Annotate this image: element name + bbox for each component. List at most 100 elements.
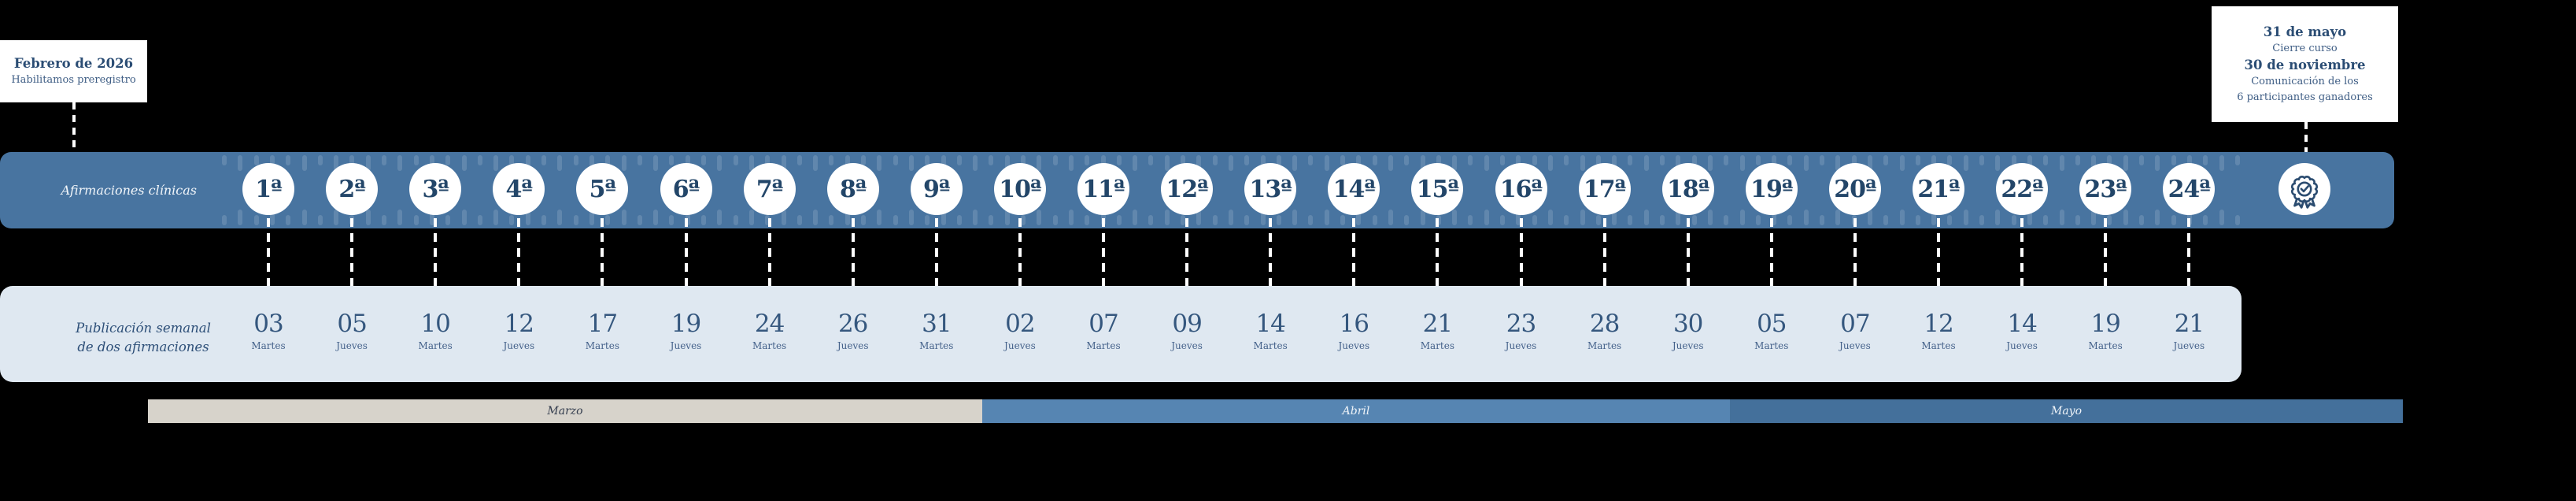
- dashed-connector-right: [2304, 122, 2308, 152]
- dashed-connector-left: [72, 102, 76, 152]
- week-circle: 19ª: [1745, 163, 1798, 215]
- week-circle: 1ª: [242, 163, 294, 215]
- dashed-drop-line: [1602, 218, 1606, 306]
- event-subtitle: Cierre curso: [2272, 43, 2338, 55]
- affirmations-bar-label: Afirmaciones clínicas: [61, 183, 197, 198]
- date-day: 28: [1589, 310, 1620, 338]
- week-circle: 3ª: [409, 163, 462, 215]
- date-day: 21: [1422, 310, 1453, 338]
- date-day: 30: [1672, 310, 1703, 338]
- dashed-drop-line: [2187, 218, 2191, 306]
- week-circle: 18ª: [1661, 163, 1714, 215]
- date-day: 05: [1757, 310, 1787, 338]
- dashed-drop-line: [1436, 218, 1440, 306]
- date-weekday: Jueves: [2173, 340, 2205, 351]
- week-circle: 7ª: [743, 163, 796, 215]
- date-weekday: Martes: [1253, 340, 1288, 351]
- event-subtitle: Comunicación de los: [2251, 76, 2359, 88]
- date-day: 07: [1840, 310, 1870, 338]
- date-weekday: Martes: [1921, 340, 1956, 351]
- dashed-drop-line: [350, 218, 354, 306]
- dashed-drop-line: [1937, 218, 1940, 306]
- date-day: 12: [504, 310, 534, 338]
- date-day: 14: [1255, 310, 1285, 338]
- date-weekday: Martes: [1587, 340, 1622, 351]
- week-circle: 12ª: [1161, 163, 1214, 215]
- dashed-drop-line: [2104, 218, 2108, 306]
- date-weekday: Martes: [585, 340, 620, 351]
- dashed-drop-line: [1018, 218, 1022, 306]
- week-circle: 17ª: [1578, 163, 1631, 215]
- dashed-drop-line: [684, 218, 688, 306]
- week-circle: 22ª: [1996, 163, 2049, 215]
- week-circle: 21ª: [1913, 163, 1964, 215]
- date-weekday: Martes: [752, 340, 787, 351]
- date-weekday: Jueves: [503, 340, 535, 351]
- date-day: 23: [1506, 310, 1536, 338]
- dashed-drop-line: [934, 218, 938, 306]
- date-day: 19: [2090, 310, 2120, 338]
- event-title: Febrero de 2026: [13, 55, 134, 71]
- week-circle: 14ª: [1328, 163, 1380, 215]
- date-day: 21: [2174, 310, 2205, 338]
- week-circle: 13ª: [1244, 163, 1297, 215]
- date-day: 17: [587, 310, 618, 338]
- date-weekday: Martes: [251, 340, 286, 351]
- dashed-drop-line: [1185, 218, 1189, 306]
- dashed-drop-line: [1769, 218, 1773, 306]
- publications-label-line2: de dos afirmaciones: [77, 339, 209, 354]
- dashed-drop-line: [517, 218, 521, 306]
- month-segment-mayo: Mayo: [1730, 399, 2403, 423]
- date-day: 12: [1924, 310, 1953, 338]
- date-weekday: Jueves: [1672, 340, 1704, 351]
- date-day: 10: [420, 310, 450, 338]
- week-circle: 6ª: [660, 163, 712, 215]
- date-weekday: Jueves: [1338, 340, 1370, 351]
- dashed-drop-line: [1269, 218, 1273, 306]
- date-day: 07: [1088, 310, 1118, 338]
- dashed-drop-line: [1853, 218, 1857, 306]
- week-circle: 10ª: [993, 163, 1046, 215]
- publications-bar-label: Publicación semanal de dos afirmaciones: [41, 319, 246, 357]
- week-circle: 15ª: [1411, 163, 1464, 215]
- dashed-drop-line: [434, 218, 438, 306]
- dashed-drop-line: [601, 218, 604, 306]
- date-day: 05: [337, 310, 367, 338]
- date-day: 14: [2007, 310, 2037, 338]
- date-day: 03: [253, 310, 283, 338]
- date-day: 31: [922, 310, 952, 338]
- event-subtitle: Habilitamos preregistro: [11, 73, 136, 86]
- week-circle: 16ª: [1495, 163, 1547, 215]
- week-circle: 11ª: [1077, 163, 1129, 215]
- date-day: 16: [1339, 310, 1369, 338]
- date-weekday: Jueves: [336, 340, 368, 351]
- event-box-closing: 31 de mayo Cierre curso 30 de noviembre …: [2212, 6, 2398, 122]
- publications-bar: Publicación semanal de dos afirmaciones …: [0, 286, 2242, 382]
- date-weekday: Martes: [418, 340, 453, 351]
- week-circle: 24ª: [2163, 163, 2216, 215]
- date-weekday: Jueves: [670, 340, 702, 351]
- month-segment-marzo: Marzo: [148, 399, 982, 423]
- date-weekday: Jueves: [1505, 340, 1537, 351]
- date-weekday: Jueves: [1004, 340, 1036, 351]
- months-bar: Marzo Abril Mayo: [0, 399, 2576, 423]
